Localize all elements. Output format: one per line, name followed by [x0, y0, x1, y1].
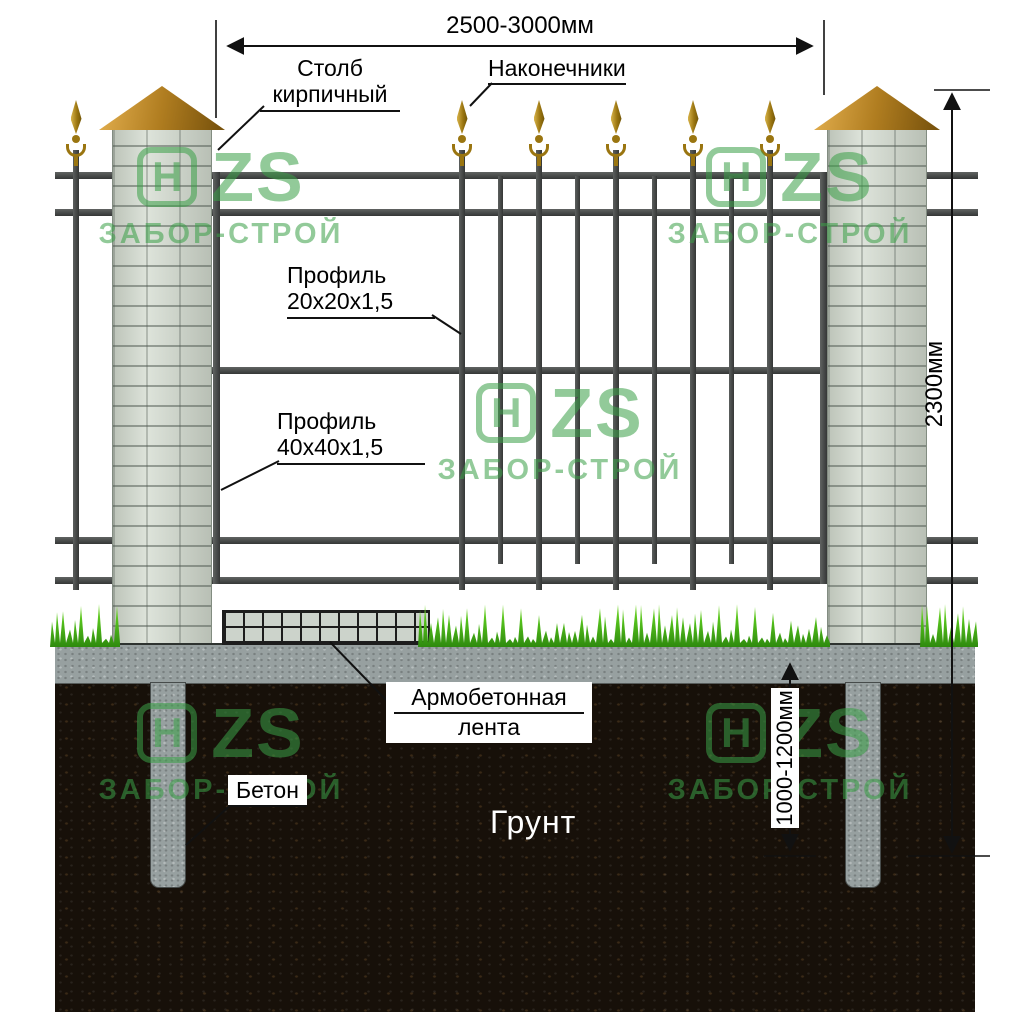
watermark: H ZS ЗАБОР-СТРОЙ [86, 142, 356, 251]
finial-curl [452, 144, 472, 157]
label-text: Грунт [490, 804, 577, 840]
horizontal-rail [55, 172, 113, 179]
watermark-h-icon: H [137, 703, 198, 763]
finial-ball [458, 135, 466, 143]
concrete-pile-right [845, 682, 881, 888]
finial-stem [74, 157, 78, 166]
watermark-company-name: ЗАБОР-СТРОЙ [437, 454, 683, 486]
finial-curl [606, 144, 626, 157]
watermark-company-name: ЗАБОР-СТРОЙ [98, 774, 344, 806]
label-text: лента [458, 714, 520, 741]
finial-spear [456, 100, 468, 134]
spear-finial-icon [65, 100, 87, 166]
label-text: 20x20x1,5 [287, 288, 394, 315]
dimension-depth-label: 1000-1200мм [771, 688, 799, 828]
finial-ball [535, 135, 543, 143]
frame-vertical-profile [820, 172, 827, 584]
dimension-width-label: 2500-3000мм [446, 12, 594, 39]
left-brick-post [112, 128, 212, 648]
rebar-mesh [222, 610, 430, 645]
finial-spear [687, 100, 699, 134]
frame-vertical-profile [213, 172, 220, 584]
horizontal-rail [212, 577, 830, 584]
finial-ball [612, 135, 620, 143]
spear-finial-icon [451, 100, 473, 166]
finial-stem [537, 157, 541, 166]
fence-picket-bar [729, 176, 734, 564]
finial-ball [766, 135, 774, 143]
watermark-company-name: ЗАБОР-СТРОЙ [98, 218, 344, 250]
finial-spear [610, 100, 622, 134]
label-text: Профиль [277, 408, 377, 434]
finial-curl [66, 144, 86, 157]
finial-stem [691, 157, 695, 166]
spear-finial-icon [682, 100, 704, 166]
watermark-logo: ZS [211, 694, 305, 772]
finial-curl [683, 144, 703, 157]
horizontal-rail [212, 209, 830, 216]
watermark: H ZS ЗАБОР-СТРОЙ [655, 142, 925, 251]
label-soil: Грунт [490, 804, 576, 841]
watermark-h-icon: H [137, 147, 198, 207]
fence-picket-bar [498, 176, 503, 564]
finial-curl [529, 144, 549, 157]
watermark-logo: ZS [550, 374, 644, 452]
label-text: Бетон [236, 777, 299, 803]
watermark-company-name: ЗАБОР-СТРОЙ [667, 218, 913, 250]
label-finials: Наконечники [488, 55, 626, 86]
label-concrete-strip: Армобетонная лента [386, 682, 592, 743]
fence-picket-bar [613, 150, 619, 590]
finial-ball [72, 135, 80, 143]
fence-picket-bar [767, 150, 773, 590]
spear-finial-icon [605, 100, 627, 166]
horizontal-rail [212, 172, 830, 179]
label-text: кирпичный [260, 81, 400, 112]
finial-stem [614, 157, 618, 166]
fence-picket-bar [73, 150, 79, 590]
label-text: 40x40x1,5 [277, 434, 384, 461]
horizontal-rail [55, 537, 113, 544]
fence-picket-bar [459, 150, 465, 590]
fence-picket-bar [536, 150, 542, 590]
label-text: Профиль [287, 262, 387, 288]
label-concrete-pile: Бетон [228, 775, 307, 808]
finial-stem [768, 157, 772, 166]
fence-picket-bar [652, 176, 657, 564]
horizontal-rail [55, 577, 113, 584]
watermark: H ZS ЗАБОР-СТРОЙ [425, 378, 695, 487]
finial-stem [460, 157, 464, 166]
concrete-pile-left [150, 682, 186, 888]
watermark-logo: ZS [780, 138, 874, 216]
finial-spear [70, 100, 82, 134]
watermark-logo: ZS [211, 138, 305, 216]
watermark-h-icon: H [706, 703, 767, 763]
spear-finial-icon [528, 100, 550, 166]
right-brick-post [827, 128, 927, 648]
label-text: Наконечники [488, 55, 626, 81]
watermark: H ZS ЗАБОР-СТРОЙ [86, 698, 356, 807]
fence-picket-bar [690, 150, 696, 590]
horizontal-rail [212, 537, 830, 544]
finial-spear [533, 100, 545, 134]
horizontal-rail [212, 367, 830, 374]
label-profile-20: Профиль 20x20x1,5 [287, 262, 435, 319]
watermark-h-icon: H [706, 147, 767, 207]
label-text: Столб [297, 55, 363, 81]
reinforced-concrete-strip [55, 643, 975, 684]
horizontal-rail [55, 209, 113, 216]
dimension-height-label: 2300мм [921, 340, 948, 428]
finial-ball [689, 135, 697, 143]
label-brick-post: Столб кирпичный [260, 55, 400, 112]
watermark-h-icon: H [476, 383, 537, 443]
label-text: Армобетонная [394, 684, 584, 715]
finial-spear [764, 100, 776, 134]
label-profile-40: Профиль 40x40x1,5 [277, 408, 425, 465]
fence-picket-bar [575, 176, 580, 564]
